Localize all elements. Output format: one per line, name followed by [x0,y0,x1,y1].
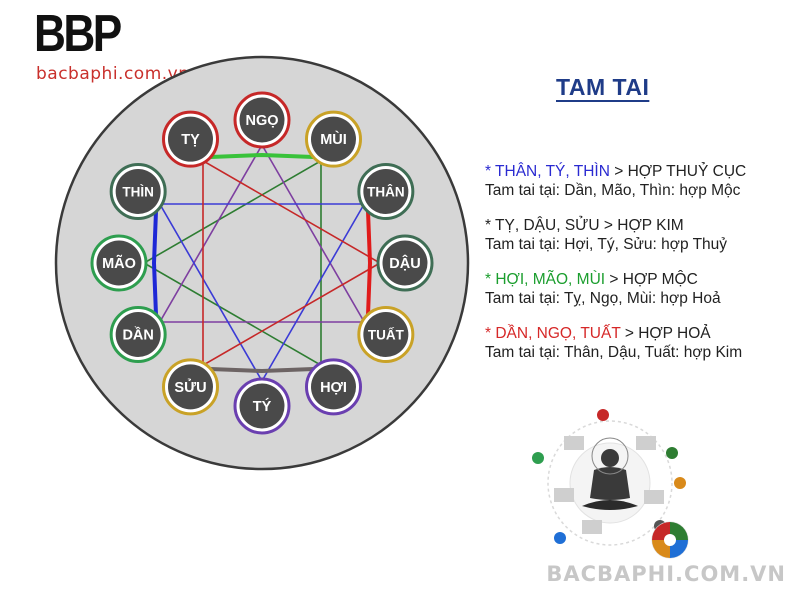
branch-label: TUẤT [368,328,405,343]
group-arrow: > [605,271,623,288]
branch-label: MÃO [102,254,136,272]
branch-label: TỴ [181,132,200,148]
branch-node: MÃO [90,234,148,292]
brand-logo: BBP bacbaphi.com.vn [34,5,189,84]
wheel-disk [54,55,470,471]
branch-label: HỢI [320,380,347,396]
harmony-group-2: * TỴ, DẬU, SỬU > HỢP KIM Tam tai tại: Hợ… [485,216,795,254]
branch-node: DẦN [109,306,167,363]
branch-node: THÌN [109,163,167,220]
logo-mark: BBP [34,5,122,63]
branch-label: THÂN [367,185,405,200]
triangle-2 [158,143,366,323]
harmony-groups: * THÂN, TÝ, THÌN > HỢP THUỶ CỤC Tam tai … [485,162,795,378]
group-arc-1 [199,153,325,160]
branch-node: NGỌ [233,91,291,149]
group-result: HỢP MỘC [622,271,698,288]
harmony-group-1: * THÂN, TÝ, THÌN > HỢP THUỶ CỤC Tam tai … [485,162,795,200]
group-arrow: > [609,163,628,180]
triangle-1 [142,159,322,367]
group-detail: Tam tai tại: Dần, Mão, Thìn: hợp Mộc [485,182,741,199]
logo-url: bacbaphi.com.vn [36,64,190,84]
branch-node: TÝ [233,377,291,435]
group-arrow: > [599,217,618,234]
group-arc-3 [199,366,325,373]
branch-node: THÂN [357,163,415,220]
branch-node: HỢI [305,358,362,416]
branch-label: TÝ [253,397,272,415]
branch-label: MÙI [320,130,347,148]
meditation-illustration [532,409,689,559]
branch-label: THÌN [122,185,154,200]
group-branches: * HỢI, MÃO, MÙI [485,271,606,288]
harmony-group-4: * DẦN, NGỌ, TUẤT > HỢP HOẢ Tam tai tại: … [485,324,795,362]
group-branches: * DẦN, NGỌ, TUẤT [485,325,621,342]
group-arrow: > [620,325,639,342]
group-detail: Tam tai tại: Tỵ, Ngọ, Mùi: hợp Hoả [485,290,721,307]
branch-label: NGỌ [245,113,278,129]
tam-tai-wheel: NGỌ MÙI THÂN DẬU TUẤT HỢI TÝ SỬU DẦN MÃO THÌN TỴ [54,55,470,471]
harmony-group-3: * HỢI, MÃO, MÙI > HỢP MỘC Tam tai tại: T… [485,270,795,308]
group-detail: Tam tai tại: Thân, Dậu, Tuất: hợp Kim [485,344,743,361]
group-detail: Tam tai tại: Hợi, Tý, Sửu: hợp Thuỷ [485,236,728,253]
branch-label: SỬU [174,378,206,396]
branch-node: TUẤT [357,306,415,363]
branch-node: DẬU [376,234,434,292]
branch-node: TỴ [162,110,219,168]
watermark: BACBAPHI.COM.VN [546,562,786,586]
group-result: HỢP KIM [617,217,684,234]
branch-label: DẦN [122,327,153,344]
branch-label: DẬU [389,254,420,272]
group-arc-2 [365,200,372,326]
branch-node: SỬU [162,358,219,416]
group-arc-4 [152,200,159,326]
group-branches: * THÂN, TÝ, THÌN [485,163,610,180]
page-title: TAM TAI [556,74,650,100]
triangle-3 [158,203,366,383]
triangle-4 [202,159,382,367]
group-result: HỢP THUỶ CỤC [627,163,747,180]
group-result: HỢP HOẢ [638,325,711,342]
branch-node: MÙI [305,110,362,168]
group-branches: * TỴ, DẬU, SỬU [485,217,600,234]
